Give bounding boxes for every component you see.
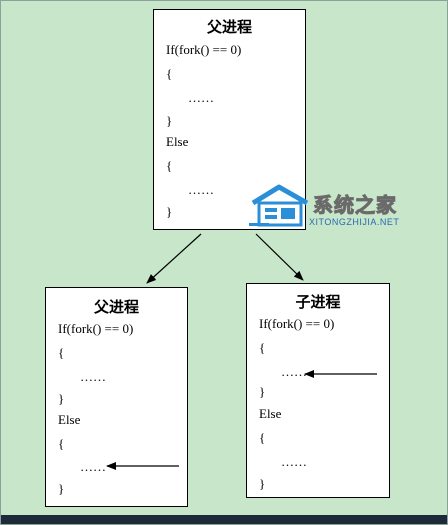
code-line-open-brace: { — [58, 345, 65, 360]
box-title: 子进程 — [295, 293, 341, 311]
code-line-ellipsis: …… — [80, 369, 106, 384]
code-line-open-brace: { — [166, 158, 173, 173]
code-line-else: Else — [166, 134, 189, 149]
fork-arrow-to-child — [255, 233, 304, 281]
code-line-open-brace: { — [259, 430, 266, 445]
watermark-logo: 系统之家 XITONGZHIJIA.NET — [249, 183, 429, 233]
code-line-open-brace: { — [58, 436, 65, 451]
code-line-close-brace: } — [58, 481, 65, 496]
code-line-if: If(fork() == 0) — [166, 42, 242, 57]
fork-arrow-to-parent — [146, 233, 202, 284]
code-line-if: If(fork() == 0) — [58, 321, 134, 336]
code-line-else: Else — [259, 406, 282, 421]
code-line-close-brace: } — [166, 204, 173, 219]
parent-process-box-top: 父进程 If(fork() == 0) { …… } Else { …… } — [153, 9, 306, 230]
parent-process-box-left: 父进程 If(fork() == 0) { …… } Else { …… } — [45, 287, 188, 507]
code-line-ellipsis: …… — [80, 459, 106, 474]
code-line-close-brace: } — [259, 384, 266, 399]
box-title: 父进程 — [206, 18, 252, 36]
code-line-if: If(fork() == 0) — [259, 316, 335, 331]
watermark-brand: 系统之家 — [313, 193, 397, 218]
code-line-ellipsis: …… — [188, 182, 214, 197]
code-line-open-brace: { — [166, 66, 173, 81]
child-process-box: 子进程 If(fork() == 0) { …… } Else { …… } — [246, 283, 390, 498]
code-line-else: Else — [58, 412, 81, 427]
house-logo-icon — [249, 184, 309, 227]
code-line-close-brace: } — [259, 476, 266, 491]
box-title: 父进程 — [93, 298, 139, 316]
code-line-ellipsis: …… — [188, 90, 214, 105]
watermark-url: XITONGZHIJIA.NET — [309, 217, 400, 227]
code-line-ellipsis: …… — [281, 364, 307, 379]
code-line-close-brace: } — [166, 113, 173, 128]
code-line-open-brace: { — [259, 340, 266, 355]
bottom-border-band — [1, 515, 447, 524]
code-line-close-brace: } — [58, 391, 65, 406]
code-line-ellipsis: …… — [281, 454, 307, 469]
